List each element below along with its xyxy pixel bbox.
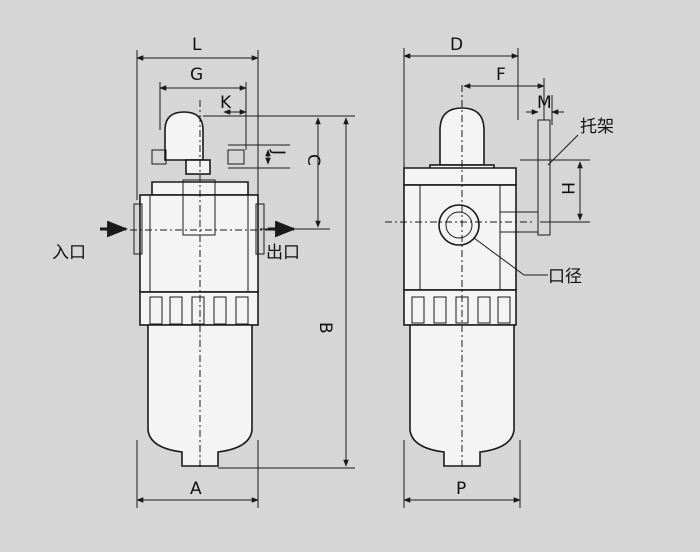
dim-M-label: M — [537, 93, 552, 113]
dim-P-label: P — [456, 479, 466, 499]
inlet-label: 入口 — [52, 243, 86, 263]
side-port — [438, 204, 480, 246]
side-view: D F M H 托架 口径 P — [385, 35, 614, 508]
dim-J-label: J — [268, 149, 288, 155]
dim-B-label: B — [315, 322, 335, 334]
outlet-label: 出口 — [266, 243, 300, 263]
dim-F-label: F — [496, 65, 506, 85]
bracket-label: 托架 — [580, 117, 614, 137]
bracket — [537, 119, 551, 236]
dim-H-label: H — [557, 182, 577, 195]
port-label: 口径 — [548, 267, 582, 287]
dim-A-label: A — [190, 479, 202, 499]
front-view: 入口 出口 L G K J C B A — [52, 35, 355, 508]
dim-L-label: L — [192, 35, 202, 55]
dim-K-label: K — [220, 93, 232, 113]
front-neck — [185, 159, 211, 175]
dim-D-label: D — [450, 35, 463, 55]
front-cap — [164, 111, 204, 161]
dim-G-label: G — [190, 65, 203, 85]
front-body — [139, 194, 259, 293]
dim-C-label: C — [303, 154, 323, 166]
